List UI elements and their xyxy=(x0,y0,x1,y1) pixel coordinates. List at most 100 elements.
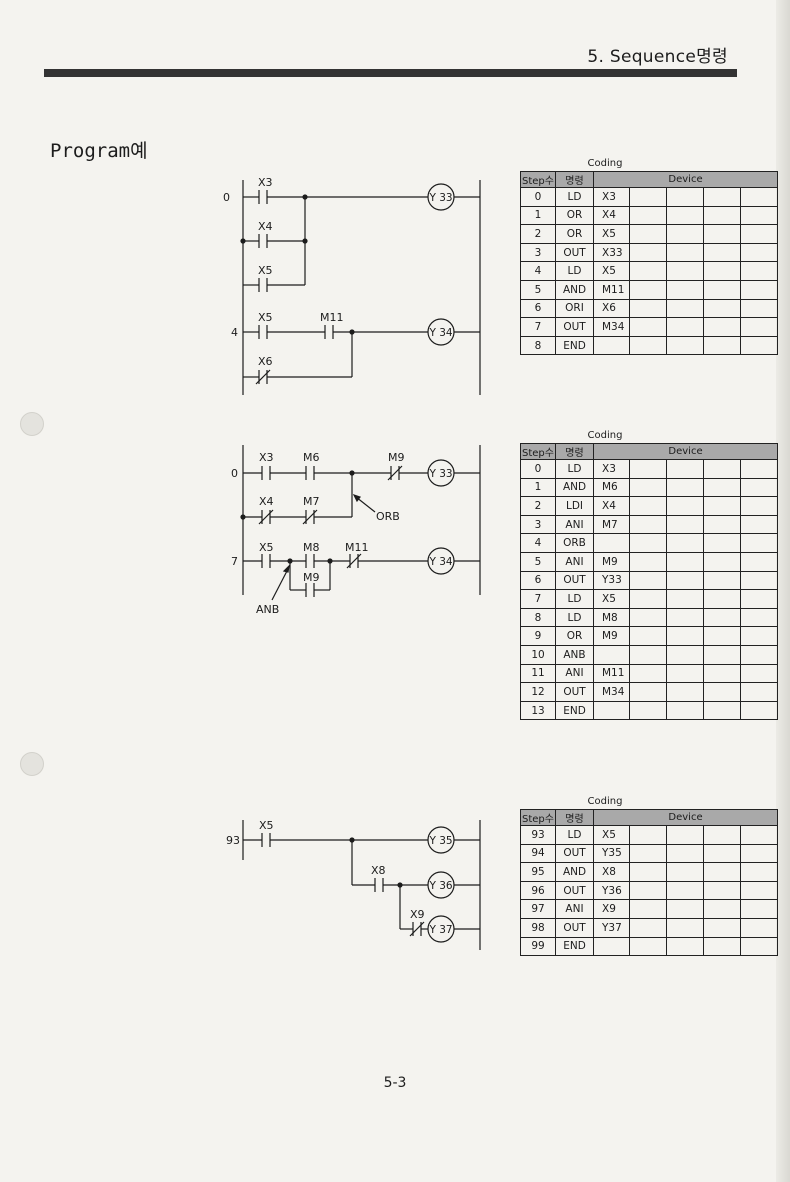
empty-cell xyxy=(629,514,667,535)
device-cell: M9 xyxy=(593,551,630,572)
device-cell: M6 xyxy=(593,477,630,498)
contact-label: X4 xyxy=(258,220,273,233)
empty-cell xyxy=(703,459,741,479)
empty-cell xyxy=(740,514,778,535)
device-cell xyxy=(593,533,630,553)
empty-cell xyxy=(703,514,741,535)
step-cell: 7 xyxy=(520,317,556,337)
empty-cell xyxy=(666,187,704,207)
step-cell: 11 xyxy=(520,663,556,684)
empty-cell xyxy=(703,936,741,957)
empty-cell xyxy=(666,607,704,628)
punch-hole xyxy=(20,412,44,436)
device-header: Device xyxy=(593,171,778,188)
device-header: Device xyxy=(593,809,778,826)
command-cell: END xyxy=(555,335,594,356)
command-cell: ANI xyxy=(555,551,594,572)
step-cell: 0 xyxy=(520,187,556,207)
command-cell: LD xyxy=(555,825,594,845)
empty-cell xyxy=(666,298,704,319)
empty-cell xyxy=(740,187,778,207)
command-cell: LD xyxy=(555,607,594,628)
empty-cell xyxy=(740,533,778,553)
empty-cell xyxy=(740,700,778,721)
empty-cell xyxy=(703,917,741,938)
device-cell: X5 xyxy=(593,224,630,244)
empty-cell xyxy=(629,570,667,591)
command-cell: OUT xyxy=(555,843,594,864)
step-cell: 7 xyxy=(520,589,556,609)
empty-cell xyxy=(629,205,667,226)
device-cell: X5 xyxy=(593,825,630,845)
contact-label: M6 xyxy=(303,451,320,464)
empty-cell xyxy=(629,533,667,553)
command-cell: OUT xyxy=(555,917,594,938)
empty-cell xyxy=(666,533,704,553)
chapter-title: 5. Sequence명령 xyxy=(587,47,728,67)
step-cell: 8 xyxy=(520,607,556,628)
empty-cell xyxy=(666,242,704,263)
empty-cell xyxy=(666,899,704,919)
step-cell: 3 xyxy=(520,514,556,535)
empty-cell xyxy=(740,682,778,702)
contact-label: X6 xyxy=(258,355,273,368)
coding-label: Coding xyxy=(587,430,623,441)
empty-cell xyxy=(629,700,667,721)
empty-cell xyxy=(629,899,667,919)
empty-cell xyxy=(740,551,778,572)
empty-cell xyxy=(740,335,778,356)
empty-cell xyxy=(703,862,741,882)
command-cell: OUT xyxy=(555,570,594,591)
empty-cell xyxy=(703,607,741,628)
step-cell: 6 xyxy=(520,298,556,319)
page-number: 5-3 xyxy=(383,1075,407,1091)
empty-cell xyxy=(666,843,704,864)
step-cell: 5 xyxy=(520,279,556,300)
empty-cell xyxy=(740,644,778,665)
empty-cell xyxy=(666,477,704,498)
empty-cell xyxy=(666,551,704,572)
empty-cell xyxy=(703,899,741,919)
device-cell: Y36 xyxy=(593,880,630,901)
ladder-diagram-1: 0 Y 33 X3 X4 X5 4 X5 M11 Y 34 X6 xyxy=(223,176,481,395)
device-cell: X4 xyxy=(593,205,630,226)
empty-cell xyxy=(703,496,741,516)
step-cell: 3 xyxy=(520,242,556,263)
step-cell: 95 xyxy=(520,862,556,882)
contact-label: X8 xyxy=(371,864,386,877)
empty-cell xyxy=(666,335,704,356)
coil-label: Y 33 xyxy=(428,468,452,480)
command-header: 명령 xyxy=(555,171,594,188)
empty-cell xyxy=(629,224,667,244)
device-cell: M34 xyxy=(593,682,630,702)
empty-cell xyxy=(703,589,741,609)
empty-cell xyxy=(629,298,667,319)
empty-cell xyxy=(629,862,667,882)
device-cell: M34 xyxy=(593,317,630,337)
empty-cell xyxy=(703,626,741,646)
empty-cell xyxy=(740,459,778,479)
empty-cell xyxy=(703,682,741,702)
command-header: 명령 xyxy=(555,443,594,460)
empty-cell xyxy=(666,279,704,300)
device-cell: X6 xyxy=(593,298,630,319)
coil-label: Y 37 xyxy=(428,924,452,936)
device-cell: Y33 xyxy=(593,570,630,591)
step-number: 0 xyxy=(223,191,230,204)
